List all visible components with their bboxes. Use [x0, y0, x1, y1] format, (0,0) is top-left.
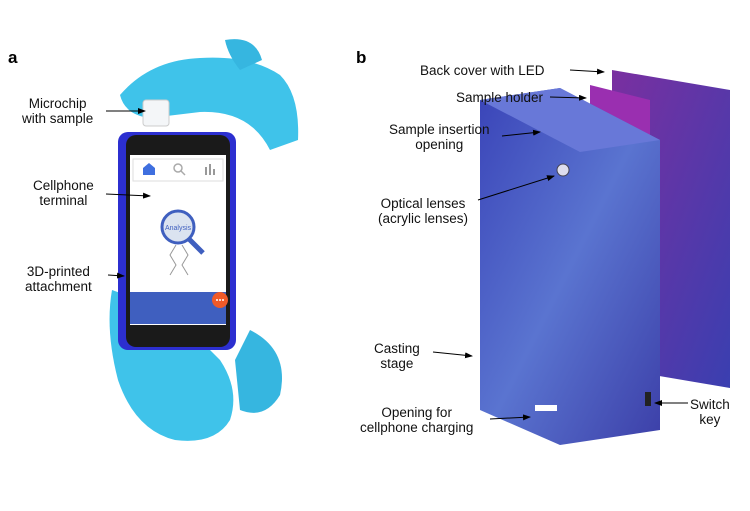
- label-line: opening: [415, 137, 464, 152]
- label-optical-lenses: Optical lenses (acrylic lenses): [378, 196, 468, 226]
- label-line: 3D-printed: [26, 264, 90, 279]
- label-switch-key: Switch key: [690, 397, 730, 427]
- label-line: Microchip: [28, 96, 87, 111]
- label-line: cellphone charging: [360, 420, 474, 435]
- label-line: terminal: [39, 193, 88, 208]
- label-line: (acrylic lenses): [378, 211, 469, 226]
- label-casting-stage: Casting stage: [374, 341, 420, 371]
- label-line: Optical lenses: [380, 196, 466, 211]
- label-line: Cellphone: [33, 178, 94, 193]
- more-icon: [216, 299, 224, 301]
- panel-label-a: a: [8, 48, 18, 67]
- label-cellphone-terminal: Cellphone terminal: [33, 178, 94, 208]
- label-arrows: [105, 68, 688, 421]
- label-back-cover: Back cover with LED: [420, 63, 545, 78]
- app-logo-text: Analysis: [165, 225, 192, 232]
- label-3d-printed-attachment: 3D-printed attachment: [25, 264, 92, 294]
- bar-chart-icon: [205, 164, 215, 175]
- label-sample-holder: Sample holder: [456, 90, 544, 105]
- label-line: with sample: [22, 111, 94, 126]
- label-line: key: [699, 412, 721, 427]
- label-sample-insertion: Sample insertion opening: [389, 122, 490, 152]
- label-charging-opening: Opening for cellphone charging: [360, 405, 473, 435]
- label-line: stage: [380, 356, 414, 371]
- search-icon: [173, 163, 186, 176]
- label-line: Opening for: [381, 405, 452, 420]
- home-icon: [143, 163, 155, 175]
- label-line: Casting: [374, 341, 420, 356]
- glove-top: [120, 39, 299, 150]
- phone: [118, 132, 236, 350]
- microchip: [142, 99, 170, 127]
- panel-label-b: b: [356, 48, 367, 67]
- label-line: Sample insertion: [389, 122, 490, 137]
- label-line: attachment: [25, 279, 92, 294]
- device-body: [480, 80, 660, 445]
- label-microchip: Microchip with sample: [22, 96, 93, 126]
- label-line: Switch: [690, 397, 730, 412]
